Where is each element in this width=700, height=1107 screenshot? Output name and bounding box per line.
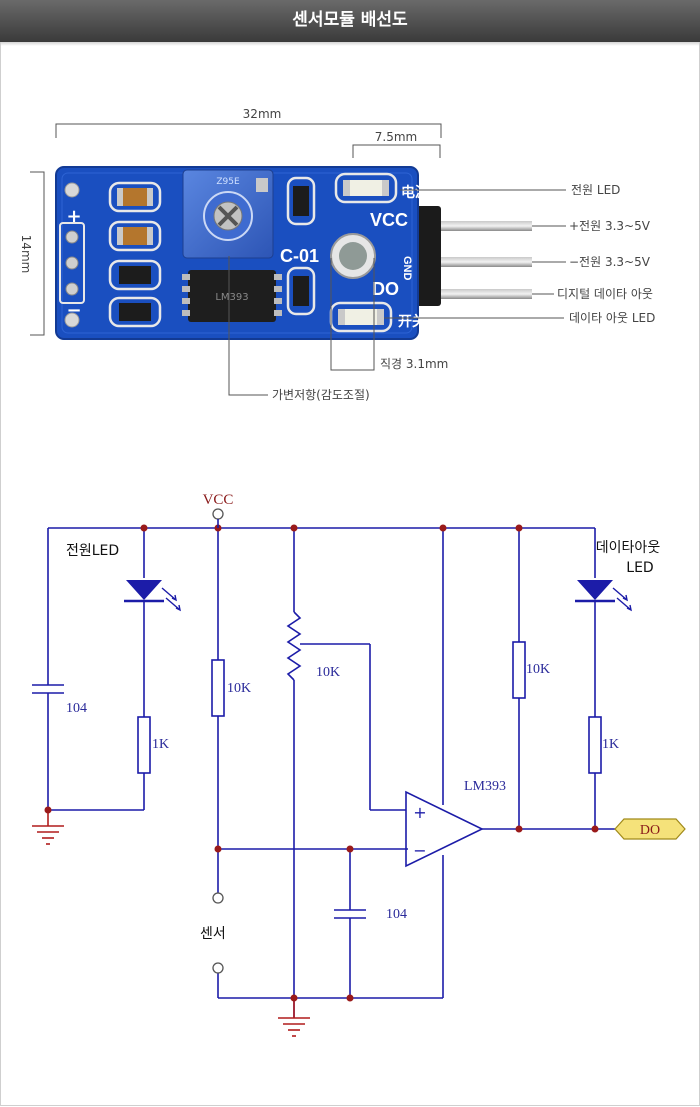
- res-10k-left-label: 10K: [227, 681, 251, 696]
- callout-digital-out: 디지털 데이타 아웃: [557, 287, 653, 301]
- chip-code: LM393: [215, 292, 248, 303]
- silk-plus: +: [66, 206, 81, 227]
- power-pad-outline: [59, 222, 85, 304]
- cap-104-left-label: 104: [66, 701, 87, 716]
- sensor-terminal-bottom: [212, 962, 224, 974]
- callout-pot: 가변저항(감도조절): [272, 388, 370, 402]
- data-out-led: [329, 301, 393, 333]
- dim-led-pitch: 7.5mm: [375, 130, 417, 144]
- silk-power: 电源: [401, 184, 429, 201]
- power-led-label: 전원LED: [66, 543, 119, 559]
- pad-2: [65, 256, 79, 270]
- inverting-sign: −: [413, 841, 426, 860]
- header-pins: [405, 206, 532, 306]
- noninverting-sign: +: [413, 803, 426, 822]
- power-led: [334, 172, 398, 204]
- mount-hole-bottom: [64, 312, 80, 328]
- dim-width: 32mm: [243, 107, 282, 121]
- callout-minus-power: −전원 3.3~5V: [569, 255, 651, 269]
- page-title: 센서모듈 배선도: [292, 10, 408, 30]
- cap-104-bottom-label: 104: [386, 907, 407, 922]
- sensor-label: 센서: [200, 926, 226, 942]
- sensor-element: [339, 242, 367, 270]
- data-led-symbol: [575, 580, 632, 612]
- mount-hole-top: [64, 182, 80, 198]
- comparator-symbol: [405, 790, 484, 868]
- pad-3: [65, 282, 79, 296]
- dim-height: 14mm: [19, 235, 33, 274]
- smd-components: [108, 176, 316, 328]
- power-led-symbol: [124, 580, 181, 612]
- vcc-terminal: [212, 508, 224, 520]
- callout-plus-power: +전원 3.3~5V: [569, 219, 651, 233]
- callout-lines: [384, 189, 566, 319]
- silk-gnd: GND: [401, 256, 413, 281]
- res-1k-right-label: 1K: [602, 737, 619, 752]
- pin-do: [420, 289, 532, 299]
- silk-do: DO: [372, 279, 399, 299]
- silk-vcc: VCC: [370, 210, 408, 230]
- pot-10k-label: 10K: [316, 665, 340, 680]
- sensor-terminal-top: [212, 892, 224, 904]
- res-10k-right-label: 10K: [526, 662, 550, 677]
- lm393-chip: LM393: [182, 270, 282, 322]
- header-shadow: [0, 42, 700, 46]
- data-led-label-line1: 데이타아웃: [596, 540, 661, 556]
- pin-vcc: [420, 221, 532, 231]
- res-1k-left-label: 1K: [152, 737, 169, 752]
- callout-power-led: 전원 LED: [571, 183, 620, 197]
- dimensions: [30, 123, 442, 396]
- do-output-tag: [614, 818, 686, 840]
- vcc-label: VCC: [203, 492, 234, 508]
- potentiometer: Z95E: [182, 169, 274, 259]
- pot-code: Z95E: [216, 177, 240, 187]
- header-bar: [0, 0, 700, 42]
- sensor-module-board: + − Z95E: [55, 166, 532, 340]
- ic-label: LM393: [464, 779, 506, 794]
- silk-minus: −: [66, 300, 81, 321]
- callout-data-led: 데이타 아웃 LED: [569, 311, 655, 325]
- silk-model: C-01: [280, 246, 319, 266]
- pad-1: [65, 230, 79, 244]
- junction-dots: [44, 524, 599, 1002]
- schematic: [32, 527, 615, 1018]
- do-tag-label: DO: [640, 823, 660, 838]
- callout-diameter: 직경 3.1mm: [380, 357, 448, 371]
- silk-switch: 开关: [398, 313, 426, 330]
- ground-symbol-left: [32, 810, 64, 845]
- ground-symbol-bottom: [278, 998, 310, 1037]
- pin-gnd: [420, 257, 532, 267]
- data-led-label-line2: LED: [626, 560, 653, 576]
